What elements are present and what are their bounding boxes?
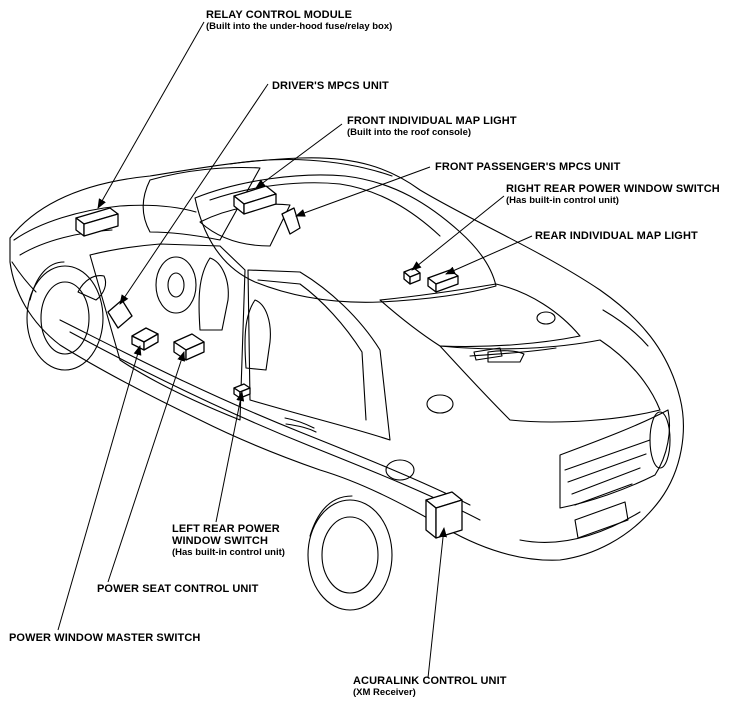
label-power-seat-control-unit: POWER SEAT CONTROL UNIT [97,583,258,595]
car-body-outline [9,157,684,561]
label-line-1: RIGHT REAR POWER WINDOW SWITCH [506,183,720,195]
label-line-2: (Has built-in control unit) [506,195,619,206]
rear-door-opening [247,269,391,441]
label-line-1: LEFT REAR POWER [172,523,280,535]
label-line-3: (Has built-in control unit) [172,547,285,558]
leader-master [57,345,142,631]
license-plate [574,501,629,539]
leader-driver-mpcs [119,83,269,305]
rr-window-switch-box [403,267,421,285]
label-line-1: POWER SEAT CONTROL UNIT [97,583,259,595]
windshield [142,166,261,241]
label-line-2: (Built into the roof console) [347,127,472,138]
label-line-1: FRONT INDIVIDUAL MAP LIGHT [347,115,517,127]
rear-map-light-box [427,269,459,293]
leader-acuralink [427,527,448,679]
tail-section [559,409,671,509]
power-seat-box [173,333,205,361]
rear-wheel [307,499,393,611]
label-relay-control-module: RELAY CONTROL MODULE (Built into the und… [206,9,392,33]
front-map-light-box [233,185,277,215]
relay-control-module-box [75,207,119,237]
label-drivers-mpcs-unit: DRIVER'S MPCS UNIT [272,80,389,92]
steering-wheel [155,256,197,314]
front-seat [198,257,229,331]
label-rear-map-light: REAR INDIVIDUAL MAP LIGHT [535,230,698,242]
master-switch-box [131,327,159,351]
headlight [11,261,37,293]
label-line-1: REAR INDIVIDUAL MAP LIGHT [535,230,698,242]
label-line-1: FRONT PASSENGER'S MPCS UNIT [435,161,621,173]
leader-rr-window [411,195,505,271]
label-left-rear-window-switch: LEFT REAR POWER WINDOW SWITCH (Has built… [172,523,285,559]
label-line-1: DRIVER'S MPCS UNIT [272,80,389,92]
leader-seat [107,351,185,583]
driver-mpcs-box [107,299,133,329]
lr-window-switch-box [233,383,251,399]
label-line-2: WINDOW SWITCH [172,535,269,547]
label-right-rear-window-switch: RIGHT REAR POWER WINDOW SWITCH (Has buil… [506,183,720,207]
front-door-opening [89,243,246,421]
label-acuralink-control-unit: ACURALINK CONTROL UNIT (XM Receiver) [353,675,507,699]
roof [194,174,497,303]
front-wheel [26,265,104,371]
trunk-lid [439,339,661,423]
label-power-window-master-switch: POWER WINDOW MASTER SWITCH [9,632,200,644]
label-line-2: (Built into the under-hood fuse/relay bo… [206,21,393,32]
leader-relay [97,21,205,209]
label-front-map-light: FRONT INDIVIDUAL MAP LIGHT (Built into t… [347,115,517,139]
sunroof [199,203,291,247]
leader-front-map [255,123,343,189]
leader-rear-map [445,235,533,275]
rear-window [379,283,581,348]
label-line-1: RELAY CONTROL MODULE [206,9,353,21]
label-line-1: ACURALINK CONTROL UNIT [353,675,507,687]
label-line-1: POWER WINDOW MASTER SWITCH [9,632,201,644]
passenger-mpcs-box [281,207,301,235]
label-line-2: (XM Receiver) [353,687,416,698]
label-front-passengers-mpcs-unit: FRONT PASSENGER'S MPCS UNIT [435,161,620,173]
leader-lr-window [215,391,245,523]
leader-passenger-mpcs [295,166,431,217]
